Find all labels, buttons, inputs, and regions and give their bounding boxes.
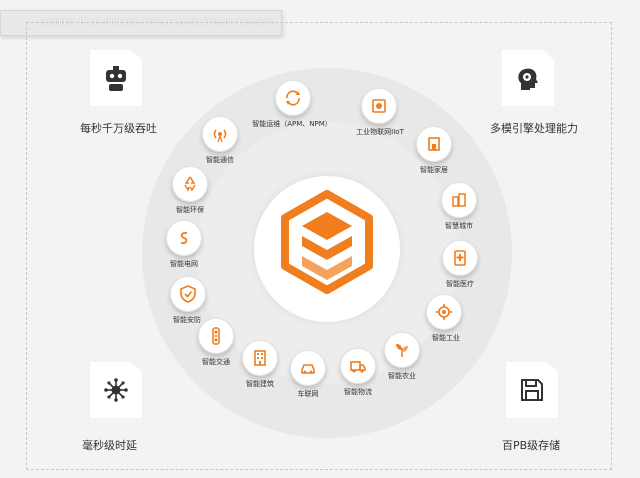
- traffic-icon: [212, 327, 220, 345]
- node-label-smart-environment: 智能环保: [176, 206, 204, 214]
- brain-head-icon: [518, 68, 538, 90]
- network-hub-icon: [104, 378, 128, 402]
- corner-label-throughput: 每秒千万级吞吐: [80, 122, 157, 135]
- node-iiot: [361, 88, 397, 124]
- node-smart-medical: [442, 240, 478, 276]
- corner-label-latency: 毫秒级时延: [82, 439, 137, 452]
- node-smart-traffic: [198, 318, 234, 354]
- building-icon: [254, 350, 266, 366]
- node-label-car-network: 车联网: [297, 390, 319, 398]
- node-label-iiot: 工业物联网IIoT: [356, 128, 404, 136]
- node-label-smart-city: 智慧城市: [445, 222, 473, 230]
- node-label-smart-communication: 智能通信: [206, 156, 234, 164]
- robot-icon: [106, 66, 126, 91]
- node-smart-communication: [202, 116, 238, 152]
- node-smart-building: [242, 340, 278, 376]
- industry-icon: [436, 304, 452, 320]
- refresh-icon: [286, 90, 300, 106]
- dashed-frame: [26, 22, 612, 470]
- node-label-smart-building: 智能建筑: [246, 380, 274, 388]
- node-label-smart-logistics: 智能物流: [344, 388, 372, 396]
- orange-hexagon-layers-logo: [281, 190, 373, 294]
- node-smart-grid: [166, 220, 202, 256]
- node-label-smart-grid: 智能电网: [170, 260, 198, 268]
- node-label-smart-security: 智能安防: [173, 316, 201, 324]
- node-smart-environment: [172, 166, 208, 202]
- agriculture-icon: [396, 344, 408, 357]
- home-icon: [428, 137, 440, 151]
- node-smart-logistics: [340, 348, 376, 384]
- signal-icon: [213, 129, 227, 143]
- node-smart-security: [170, 276, 206, 312]
- medical-icon: [454, 250, 466, 266]
- node-label-smart-medical: 智能医疗: [446, 280, 474, 288]
- power-grid-icon: [180, 231, 188, 245]
- node-smart-home: [416, 126, 452, 162]
- corner-card-latency: [90, 362, 142, 418]
- node-smart-agriculture: [384, 332, 420, 368]
- node-label-smart-industry: 智能工业: [432, 334, 460, 342]
- corner-card-storage: [506, 362, 558, 418]
- recycle-icon: [184, 176, 196, 192]
- iot-device-icon: [372, 99, 386, 113]
- node-apm-npm: [275, 80, 311, 116]
- node-label-smart-agriculture: 智能农业: [388, 372, 416, 380]
- corner-label-multimodel: 多模引擎处理能力: [490, 122, 578, 135]
- shield-icon: [180, 285, 196, 303]
- node-label-apm-npm: 智能运维（APM、NPM）: [252, 120, 332, 128]
- inner-circle: [254, 176, 400, 322]
- city-icon: [452, 193, 466, 207]
- save-disk-icon: [521, 379, 543, 401]
- car-network-icon: [301, 364, 315, 374]
- corner-card-throughput: [90, 50, 142, 106]
- corner-label-storage: 百PB级存储: [502, 439, 561, 452]
- node-label-smart-traffic: 智能交通: [202, 358, 230, 366]
- node-label-smart-home: 智能家居: [420, 166, 448, 174]
- logistics-icon: [350, 361, 366, 373]
- corner-card-multimodel: [502, 50, 554, 106]
- node-smart-city: [441, 182, 477, 218]
- node-smart-industry: [426, 294, 462, 330]
- node-car-network: [290, 350, 326, 386]
